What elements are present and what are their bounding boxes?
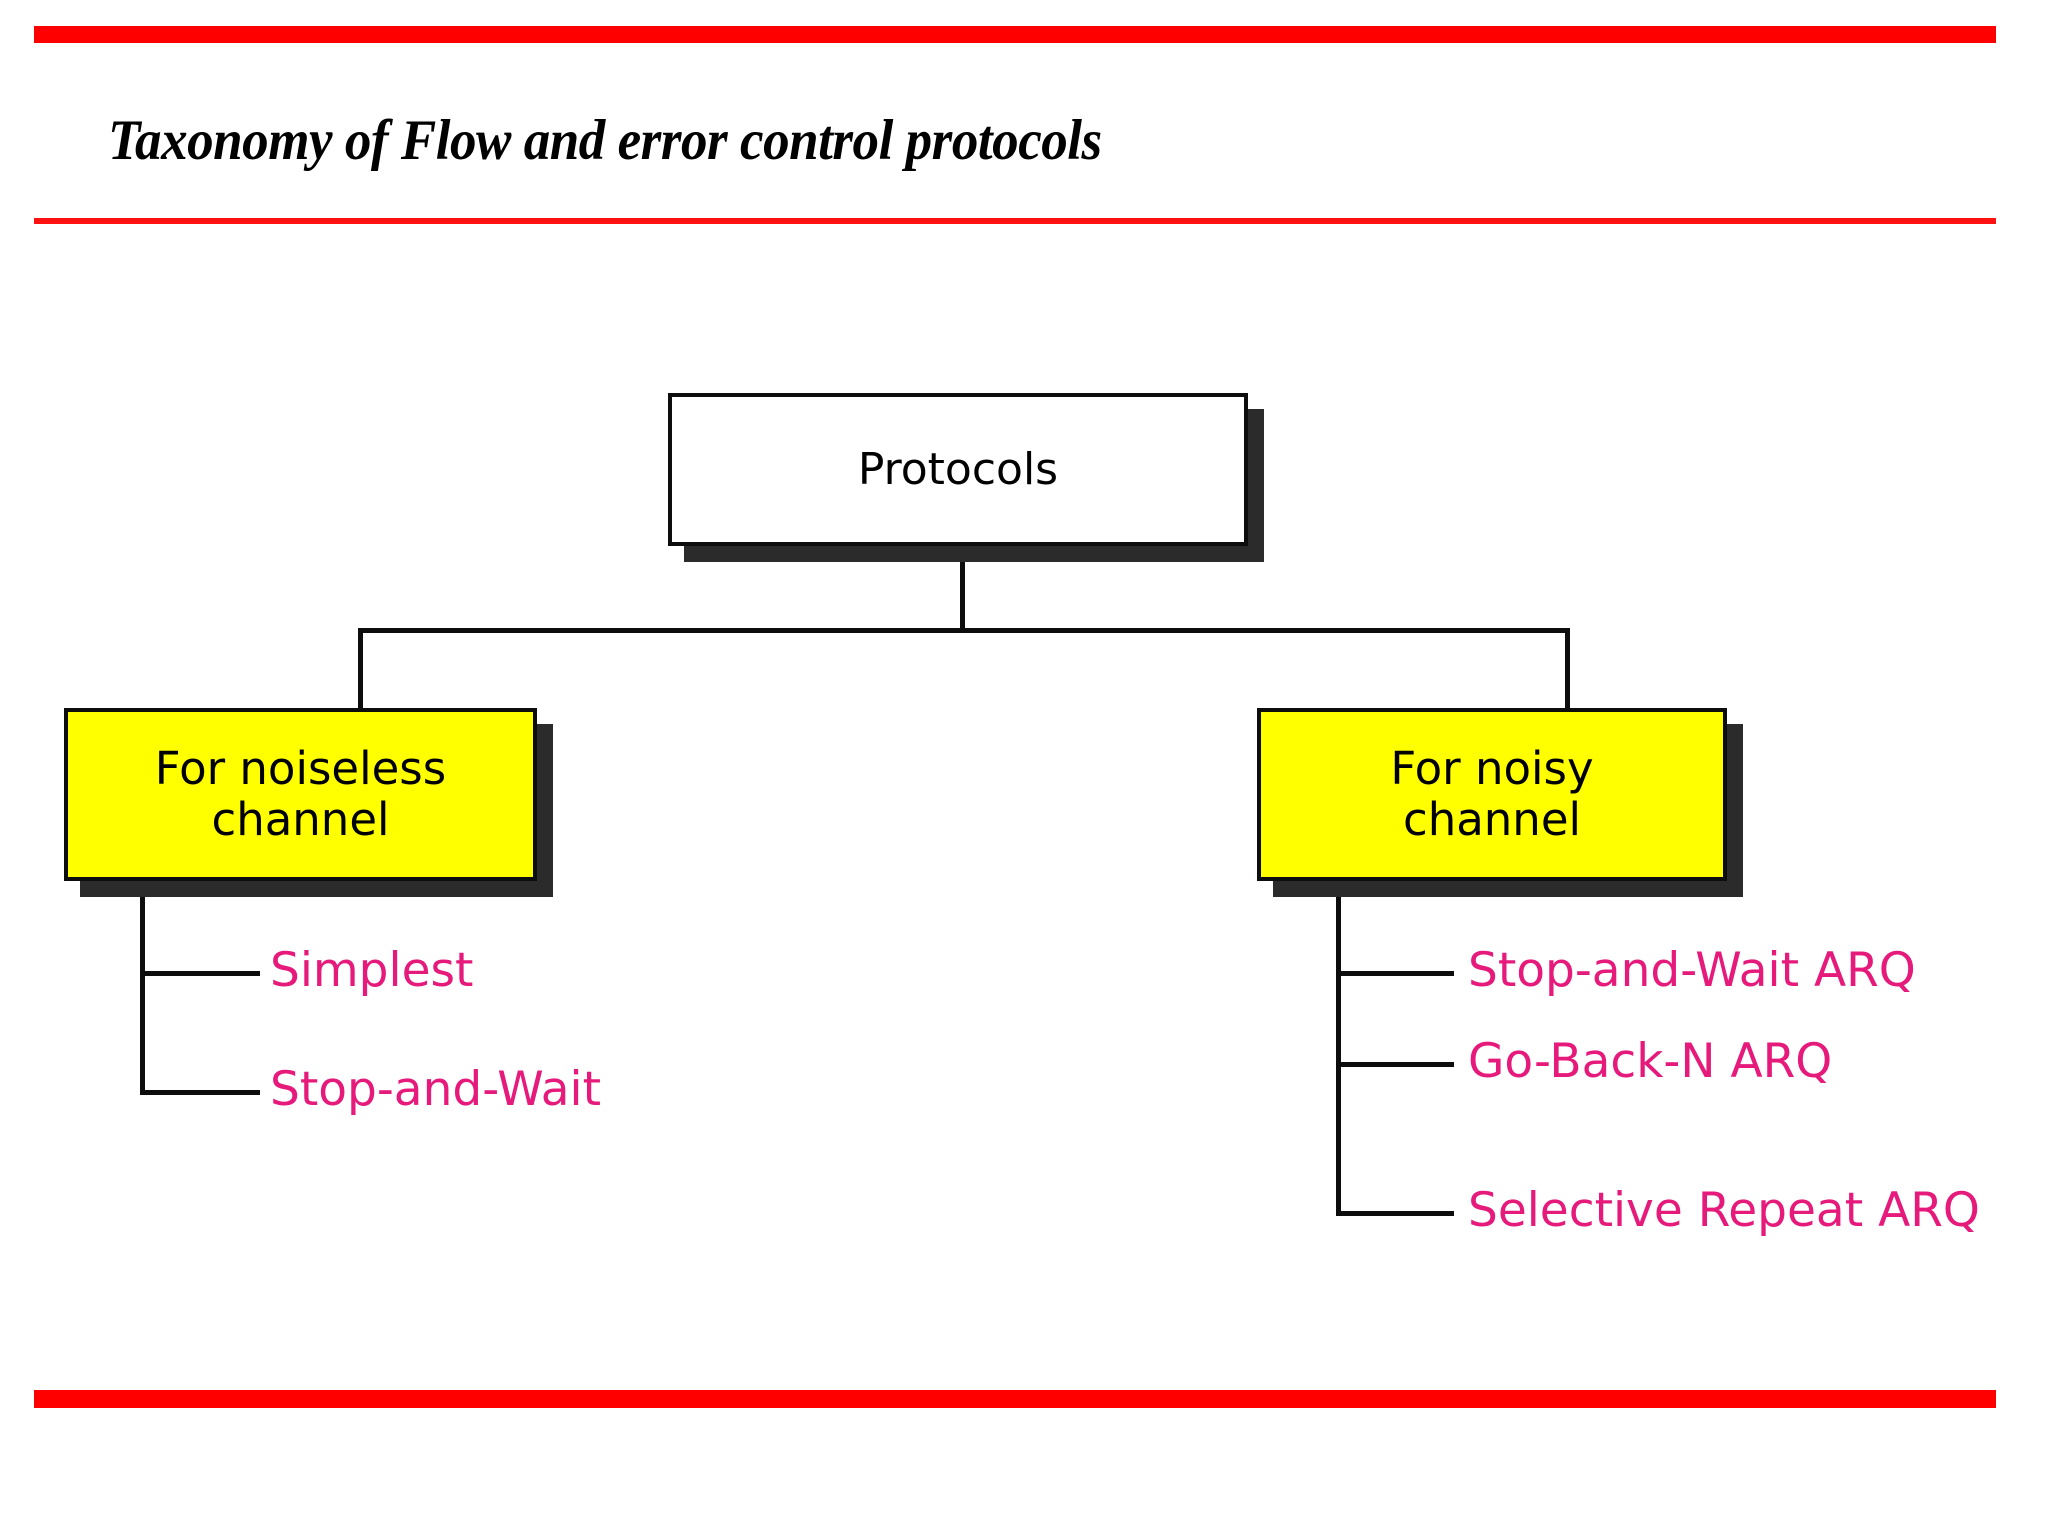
connector-rail-right [1336, 881, 1341, 1216]
connector-stub-right-3 [1336, 1211, 1454, 1216]
leaf-stop-and-wait[interactable]: Stop-and-Wait [270, 1062, 602, 1117]
page-title: Taxonomy of Flow and error control proto… [108, 109, 1102, 172]
top-red-rule [34, 26, 1996, 43]
connector-horizontal-bus [358, 628, 1570, 633]
noiseless-label-line-2: channel [211, 792, 390, 846]
leaf-stop-and-wait-arq[interactable]: Stop-and-Wait ARQ [1468, 943, 1916, 998]
connector-stub-left-2 [140, 1090, 260, 1095]
connector-stub-right-2 [1336, 1062, 1454, 1067]
connector-stub-left-1 [140, 971, 260, 976]
leaf-selective-repeat-arq[interactable]: Selective Repeat ARQ [1468, 1183, 1980, 1238]
connector-stub-right-1 [1336, 971, 1454, 976]
node-for-noisy-channel[interactable]: For noisy channel [1257, 708, 1727, 881]
node-protocols[interactable]: Protocols [668, 393, 1248, 546]
leaf-go-back-n-arq[interactable]: Go-Back-N ARQ [1468, 1034, 1833, 1089]
noisy-label-line-2: channel [1402, 792, 1582, 846]
node-for-noiseless-channel-label: For noiseless channel [154, 742, 447, 846]
connector-drop-left [358, 628, 363, 712]
node-for-noiseless-channel[interactable]: For noiseless channel [64, 708, 537, 881]
node-for-noisy-channel-label: For noisy channel [1390, 742, 1594, 846]
title-underline-red-rule [34, 218, 1996, 224]
bottom-red-rule [34, 1390, 1996, 1408]
noisy-label-line-1: For noisy [1390, 742, 1594, 796]
connector-drop-right [1565, 628, 1570, 712]
leaf-simplest[interactable]: Simplest [270, 943, 474, 998]
connector-root-stem [960, 543, 965, 633]
noiseless-label-line-1: For noiseless [154, 742, 447, 796]
node-protocols-label: Protocols [857, 443, 1059, 495]
connector-rail-left [140, 881, 145, 1095]
